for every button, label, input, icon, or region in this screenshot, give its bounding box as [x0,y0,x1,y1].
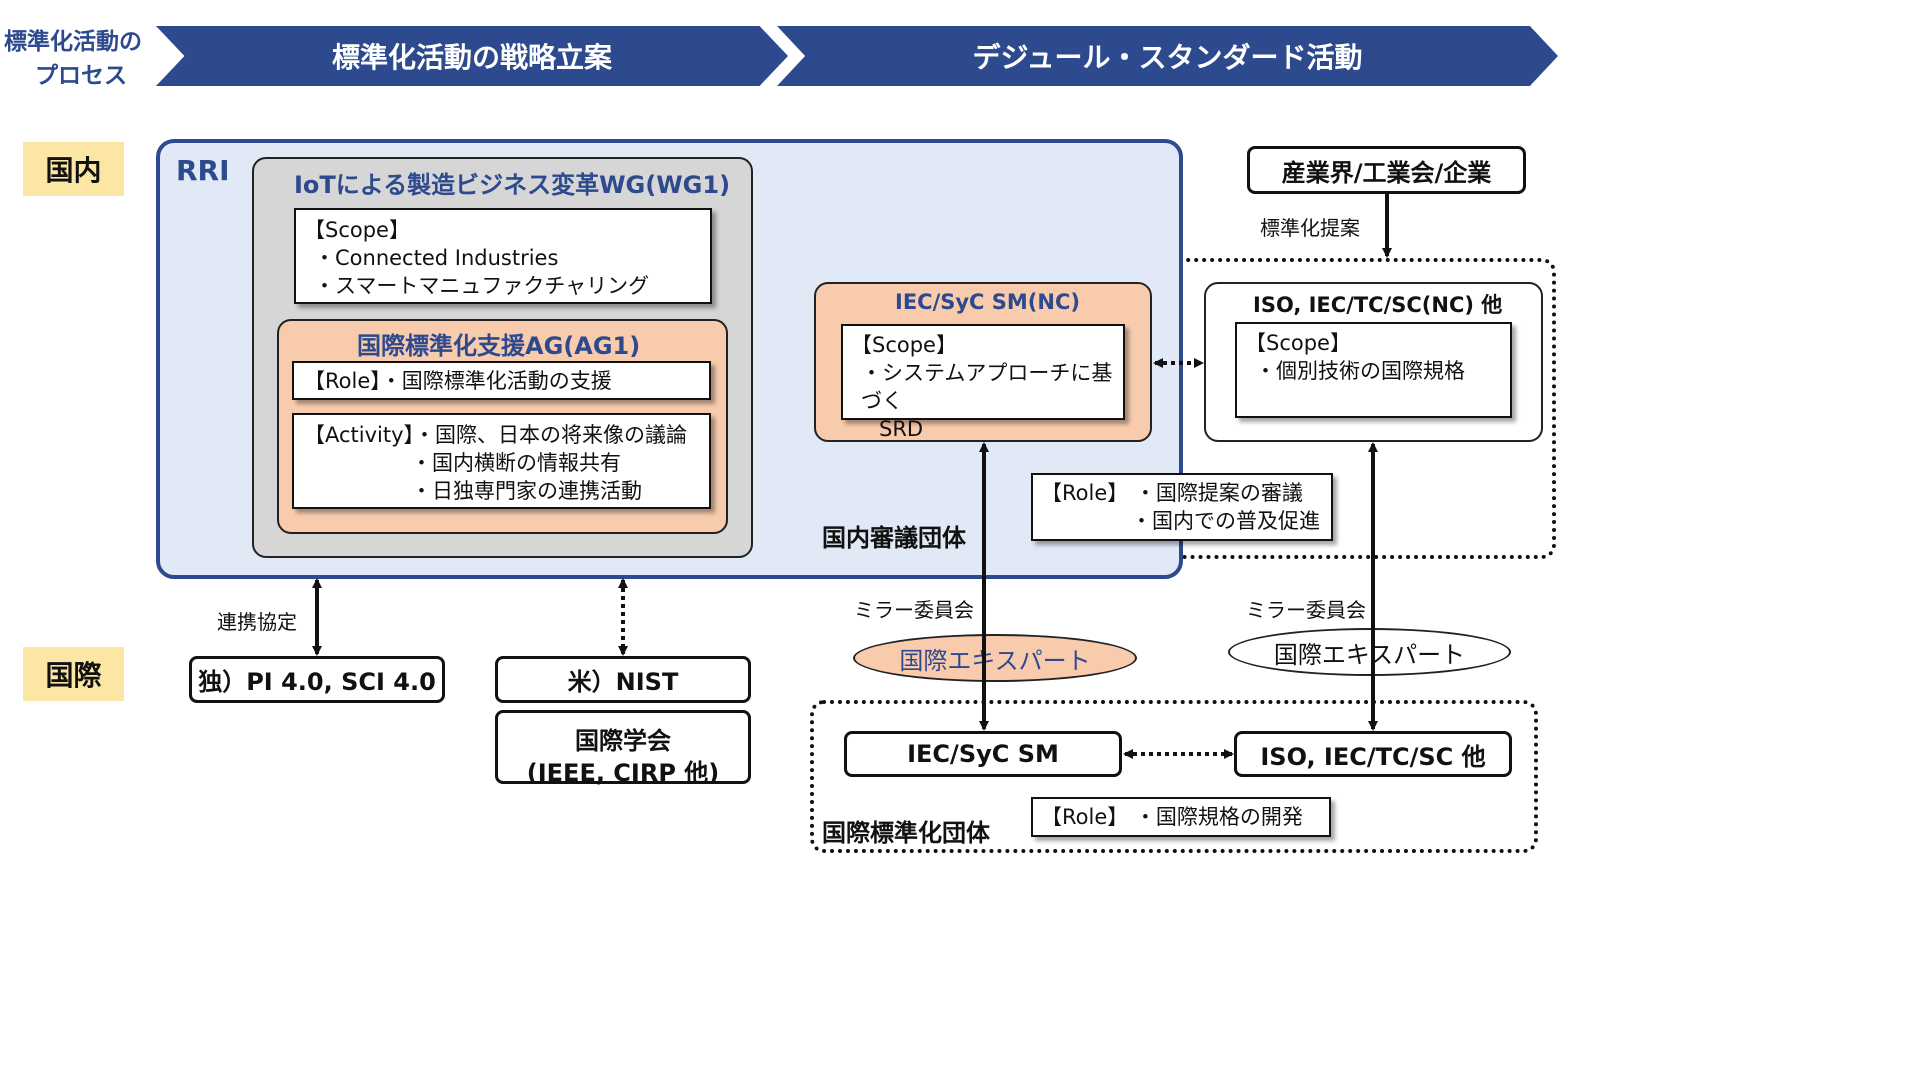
phase-strategy-chevron: 標準化活動の戦略立案 [156,26,788,86]
process-label-line1: 標準化活動の [4,29,142,55]
industry-box: 産業界/工業会/企業 [1247,146,1526,194]
ag1-role-text: 【Role】・国際標準化活動の支援 [304,369,612,393]
iso-nc-scope-item: ・個別技術の国際規格 [1255,359,1465,383]
process-label-line2: プロセス [35,63,127,89]
intl-role-box: 【Role】 ・国際規格の開発 [1031,797,1331,837]
mirror-committee-left-label: ミラー委員会 [854,598,974,622]
academia-line1: 国際学会 [575,727,671,755]
intl-role-text: 【Role】 ・国際規格の開発 [1041,805,1303,829]
domestic-council-label: 国内審議団体 [822,524,966,552]
row-label-international: 国際 [23,647,124,701]
wg1-scope-item: ・Connected Industries [314,246,559,270]
wg1-scope-item: ・スマートマニュファクチャリング [314,274,650,298]
phase-strategy-label: 標準化活動の戦略立案 [331,41,612,74]
mirror-committee-right-label: ミラー委員会 [1246,598,1366,622]
partnership-agreement-label: 連携協定 [217,610,297,634]
academia-line2: (IEEE, CIRP 他) [526,759,720,787]
iec-syc-nc-scope-heading: 【Scope】 [851,333,957,357]
iso-iec-tc-sc-box: ISO, IEC/TC/SC 他 [1234,731,1512,777]
iso-nc-scope-heading: 【Scope】 [1245,331,1351,355]
rri-label: RRI [176,154,230,187]
ag1-role-box: 【Role】・国際標準化活動の支援 [292,361,711,400]
wg1-scope-heading: 【Scope】 [304,218,410,242]
domestic-role-line1: 【Role】 ・国際提案の審議 [1041,481,1303,505]
intl-expert-left-ellipse: 国際エキスパート [853,634,1137,682]
us-nist-box: 米）NIST [495,656,751,703]
domestic-role-box: 【Role】 ・国際提案の審議 ・国内での普及促進 [1031,473,1333,541]
ag1-title: 国際標準化支援AG(AG1) [357,332,641,360]
phase-dejure-chevron: デジュール・スタンダード活動 [777,26,1558,86]
ag1-activity-heading: 【Activity】・国際、日本の将来像の議論 [304,423,688,447]
domestic-role-line2: ・国内での普及促進 [1131,509,1320,533]
wg1-scope-box: 【Scope】 ・Connected Industries ・スマートマニュファ… [294,208,712,304]
iso-nc-title: ISO, IEC/TC/SC(NC) 他 [1253,293,1503,317]
ag1-activity-item: ・国内横断の情報共有 [411,451,621,475]
intl-standards-frame [810,700,1538,853]
germany-pi40-box: 独）PI 4.0, SCI 4.0 [189,656,445,703]
ag1-activity-box: 【Activity】・国際、日本の将来像の議論 ・国内横断の情報共有 ・日独専門… [292,413,711,509]
phase-dejure-label: デジュール・スタンダード活動 [972,41,1363,74]
intl-standards-label: 国際標準化団体 [822,819,990,847]
standardization-proposal-label: 標準化提案 [1260,216,1360,240]
iec-syc-sm-box: IEC/SyC SM [844,731,1122,777]
iec-syc-nc-scope-item: ・システムアプローチに基づく [861,361,1113,413]
intl-expert-right-ellipse: 国際エキスパート [1228,628,1511,676]
iec-syc-nc-scope-box: 【Scope】 ・システムアプローチに基づく SRD [841,324,1125,441]
ag1-activity-item: ・日独専門家の連携活動 [411,479,642,503]
iso-nc-scope-box: 【Scope】 ・個別技術の国際規格 [1235,322,1512,418]
iec-syc-nc-title: IEC/SyC SM(NC) [895,290,1080,314]
academia-box: 国際学会 (IEEE, CIRP 他) [495,710,751,787]
iec-syc-nc-scope-item: SRD [879,417,924,441]
wg1-title: IoTによる製造ビジネス変革WG(WG1) [294,171,731,199]
row-label-domestic: 国内 [23,142,124,196]
